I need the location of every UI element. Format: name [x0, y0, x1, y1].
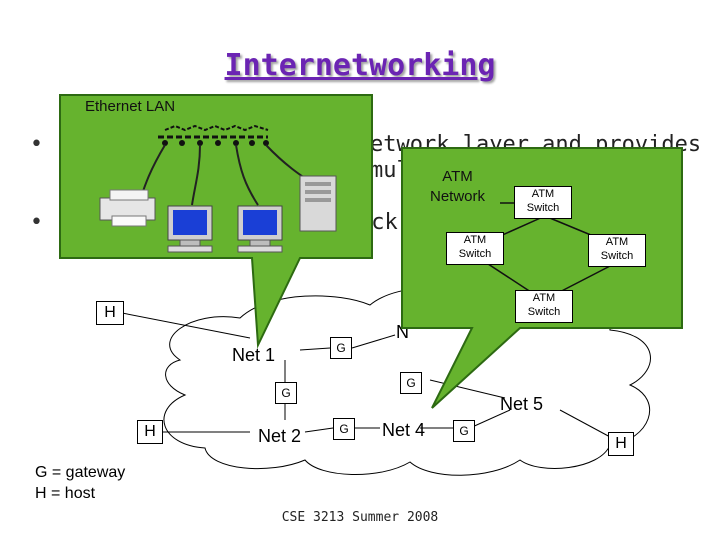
gateway-node: G [400, 372, 422, 394]
slide-title: Internetworking [224, 48, 496, 83]
slide-footer: CSE 3213 Summer 2008 [281, 510, 439, 525]
legend-gateway: G = gateway [35, 464, 126, 481]
gateway-node: G [275, 382, 297, 404]
legend-host: H = host [35, 485, 96, 502]
net2-label: Net 2 [258, 426, 302, 446]
atm-switch: ATM Switch [588, 234, 646, 267]
atm-switch: ATM Switch [514, 186, 572, 219]
printer-icon [99, 189, 156, 227]
atm-network-label: ATM Network [430, 168, 486, 205]
host-node: H [608, 432, 634, 456]
bullet-marker-2: • [30, 210, 43, 235]
atm-switch: ATM Switch [515, 290, 573, 323]
server-icon [299, 175, 337, 232]
network-links [121, 312, 613, 439]
gateway-node: G [333, 418, 355, 440]
net5-label: Net 5 [500, 394, 544, 414]
gateway-node: G [330, 337, 352, 359]
atm-switch: ATM Switch [446, 232, 504, 265]
net4-label: Net 4 [382, 420, 426, 440]
computer-icon [167, 205, 213, 253]
host-node: H [137, 420, 163, 444]
computer-icon [237, 205, 283, 253]
host-node: H [96, 301, 124, 325]
gateway-node: G [453, 420, 475, 442]
legend: G = gateway H = host [35, 462, 125, 504]
ethernet-lan-label: Ethernet LAN [85, 98, 176, 115]
bullet-marker-1: • [30, 132, 43, 157]
net1-label: Net 1 [232, 345, 276, 365]
